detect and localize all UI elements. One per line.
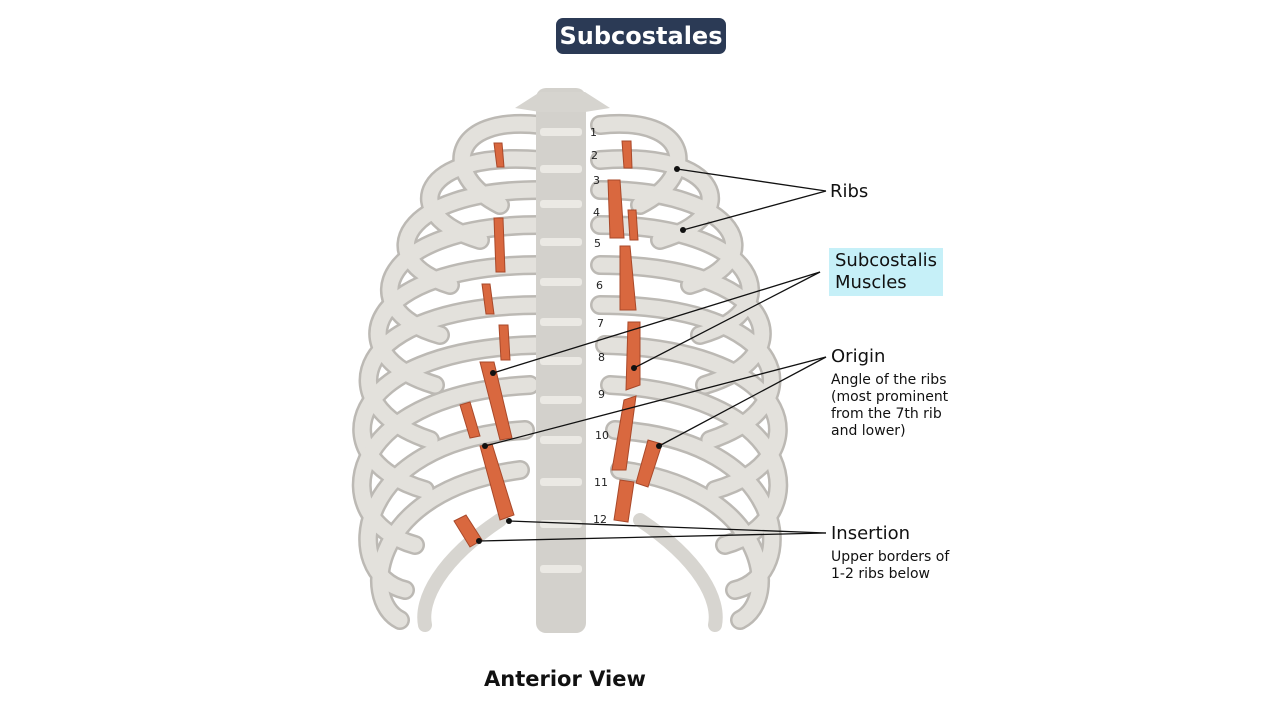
rib-number-7: 7	[597, 317, 604, 330]
rib-number-4: 4	[593, 206, 600, 219]
rib-number-8: 8	[598, 351, 605, 364]
rib-number-1: 1	[590, 126, 597, 139]
label-insertion: Insertion	[831, 523, 911, 544]
ribs-right-fill	[592, 116, 786, 628]
leader-lines	[478, 168, 827, 542]
rib-number-9: 9	[598, 388, 605, 401]
label-subcostalis-muscles: Subcostalis Muscles	[829, 248, 944, 296]
label-muscles-line2: Muscles	[835, 272, 907, 293]
rib-number-3: 3	[593, 174, 600, 187]
subcostalis-muscles	[453, 140, 663, 548]
lower-rib-right	[633, 513, 723, 632]
rib-number-12: 12	[593, 513, 607, 526]
label-origin-description: Angle of the ribs (most prominent from t…	[831, 372, 949, 439]
rib-number-11: 11	[594, 476, 608, 489]
label-muscles-line1: Subcostalis	[835, 250, 938, 271]
rib-number-5: 5	[594, 237, 601, 250]
label-ribs: Ribs	[830, 181, 869, 202]
rib-number-2: 2	[591, 149, 598, 162]
rib-number-labels: 1 2 3 4 5 6 7 8 9 10 11 12	[590, 126, 609, 526]
rib-number-10: 10	[595, 429, 609, 442]
view-caption: Anterior View	[484, 667, 646, 691]
label-insertion-description: Upper borders of 1-2 ribs below	[831, 549, 950, 582]
leader-dots	[476, 166, 686, 544]
ribs-left-fill	[354, 116, 548, 628]
label-origin: Origin	[831, 346, 886, 367]
diagram-title: Subcostales	[556, 18, 726, 54]
rib-number-6: 6	[596, 279, 603, 292]
lower-rib-left	[417, 513, 507, 632]
vertebral-column	[515, 88, 610, 633]
